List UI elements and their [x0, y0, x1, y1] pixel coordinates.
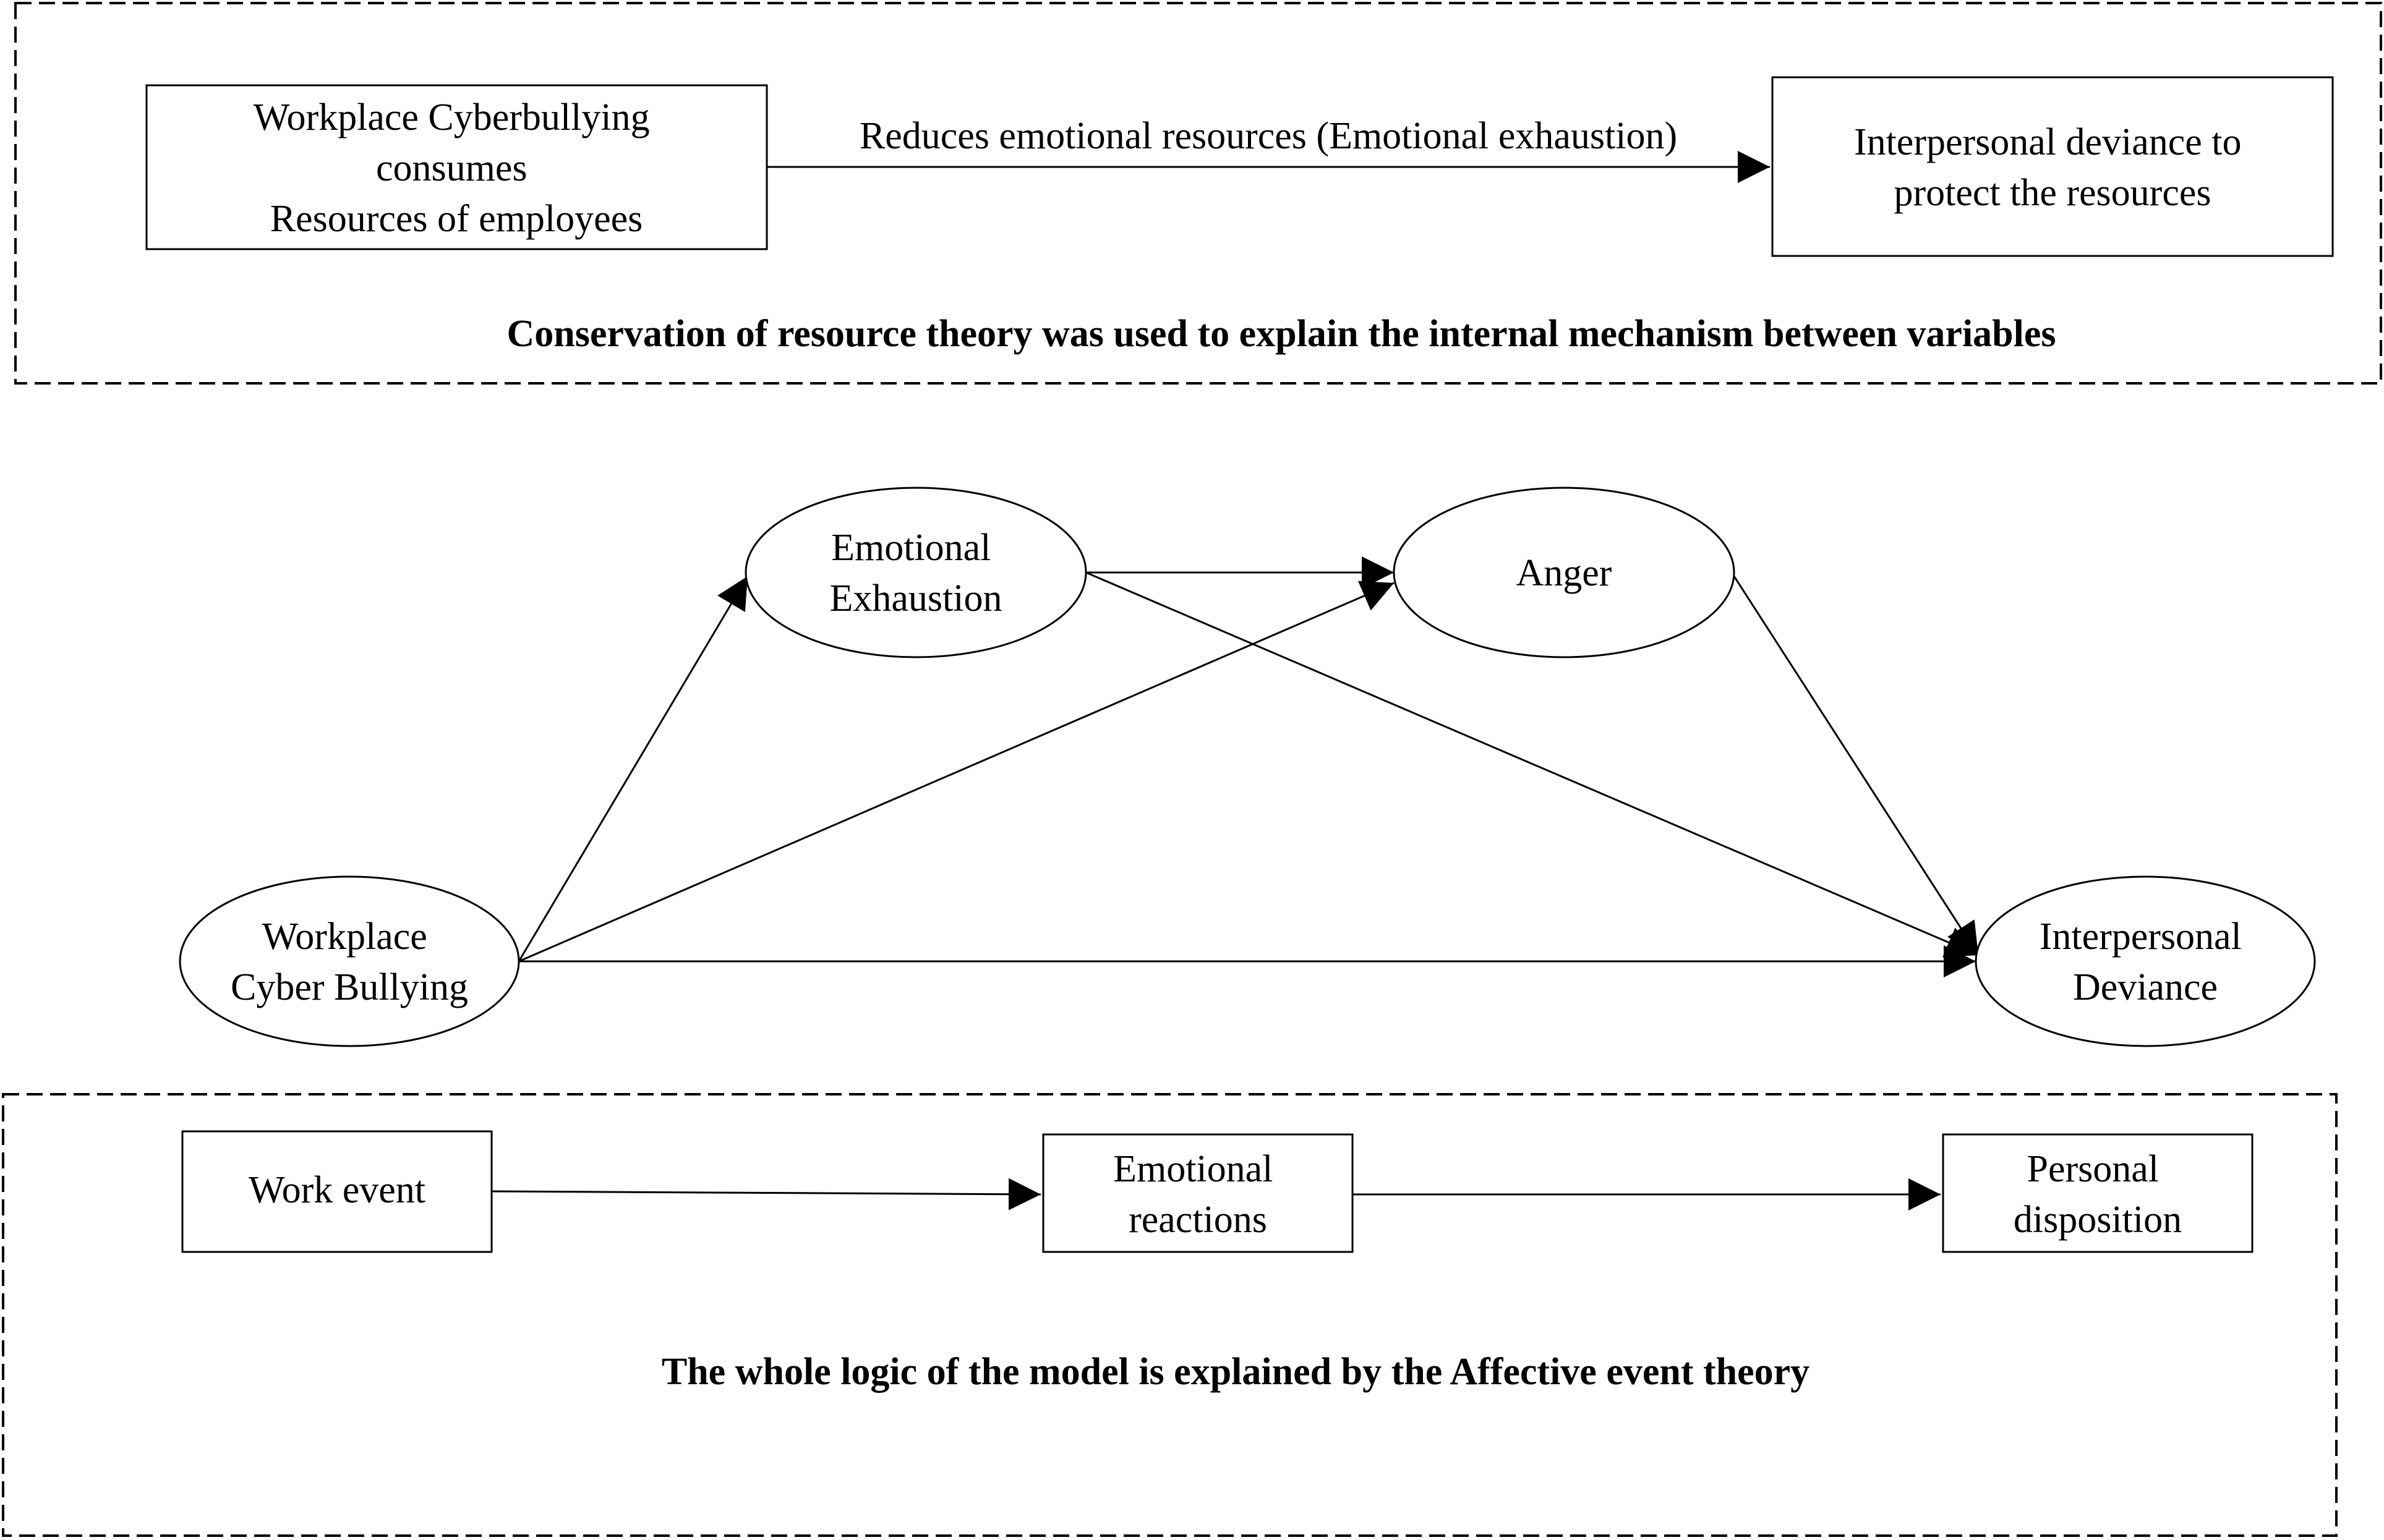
- interpersonal-deviance-protection-label: Interpersonal deviance to protect the re…: [1854, 121, 2251, 214]
- edge-cyberbullying-to-exhaustion: [518, 576, 749, 962]
- cyberbullying-resources-box: [145, 84, 768, 250]
- emotional-reactions-box: [1042, 1133, 1354, 1253]
- bottom-panel-frame: [2, 1093, 2338, 1537]
- cyberbullying-resources-line-2: consumes: [376, 147, 528, 189]
- node-workplace-cyber-bullying-line-2: Cyber Bullying: [231, 966, 468, 1008]
- emotional-reactions-line-2: reactions: [1129, 1199, 1267, 1241]
- node-anger-line-1: Anger: [1516, 552, 1612, 594]
- edge-exhaustion-to-deviance: [1085, 571, 1979, 958]
- work-event-label: Work event: [249, 1169, 425, 1211]
- interpersonal-deviance-protection-line-1: Interpersonal deviance to: [1854, 121, 2242, 163]
- cyberbullying-resources-label: Workplace Cyberbullying consumes Resourc…: [254, 96, 659, 240]
- node-workplace-cyber-bullying-label: Workplace Cyber Bullying: [231, 916, 468, 1008]
- node-workplace-cyber-bullying: [179, 875, 520, 1047]
- edge-cyberbullying-to-anger: [518, 581, 1395, 963]
- node-interpersonal-deviance-line-1: Interpersonal: [2040, 916, 2242, 958]
- edge-anger-to-deviance: [1733, 576, 1980, 956]
- resource-depletion-arrow-label: Reduces emotional resources (Emotional e…: [860, 115, 1677, 157]
- conservation-of-resource-caption: Conservation of resource theory was used…: [506, 313, 2056, 355]
- personal-disposition-line-2: disposition: [2014, 1199, 2182, 1241]
- research-model: Workplace Cyber Bullying Emotional Exhau…: [179, 487, 2316, 1047]
- bottom-panel: Work event Emotional reactions Personal …: [2, 1093, 2338, 1537]
- work-event-box: [181, 1130, 493, 1253]
- personal-disposition-label: Personal disposition: [2014, 1148, 2182, 1241]
- emotional-reactions-line-1: Emotional: [1113, 1148, 1273, 1190]
- node-interpersonal-deviance: [1975, 875, 2316, 1047]
- emotional-reactions-label: Emotional reactions: [1113, 1148, 1283, 1241]
- top-panel-frame: [14, 2, 2382, 385]
- node-emotional-exhaustion: [745, 487, 1087, 658]
- affective-event-theory-caption: The whole logic of the model is explaine…: [662, 1351, 1809, 1393]
- edge-work-event-to-emotional-reactions: [491, 1178, 1041, 1210]
- interpersonal-deviance-protection-line-2: protect the resources: [1894, 172, 2211, 214]
- top-panel: Workplace Cyberbullying consumes Resourc…: [14, 2, 2382, 385]
- work-event-line-1: Work event: [249, 1169, 425, 1211]
- node-interpersonal-deviance-label: Interpersonal Deviance: [2040, 916, 2252, 1008]
- cyberbullying-resources-line-1: Workplace Cyberbullying: [254, 96, 650, 138]
- node-anger-label: Anger: [1516, 552, 1612, 594]
- node-emotional-exhaustion-line-1: Emotional: [831, 527, 991, 569]
- node-emotional-exhaustion-line-2: Exhaustion: [830, 577, 1002, 619]
- node-workplace-cyber-bullying-line-1: Workplace: [262, 916, 427, 958]
- personal-disposition-line-1: Personal: [2027, 1148, 2159, 1190]
- node-emotional-exhaustion-label: Emotional Exhaustion: [830, 527, 1002, 619]
- node-anger: [1393, 487, 1735, 658]
- interpersonal-deviance-protection-box: [1771, 76, 2334, 257]
- cyberbullying-resources-line-3: Resources of employees: [270, 198, 643, 240]
- node-interpersonal-deviance-line-2: Deviance: [2073, 966, 2218, 1008]
- personal-disposition-box: [1942, 1133, 2254, 1253]
